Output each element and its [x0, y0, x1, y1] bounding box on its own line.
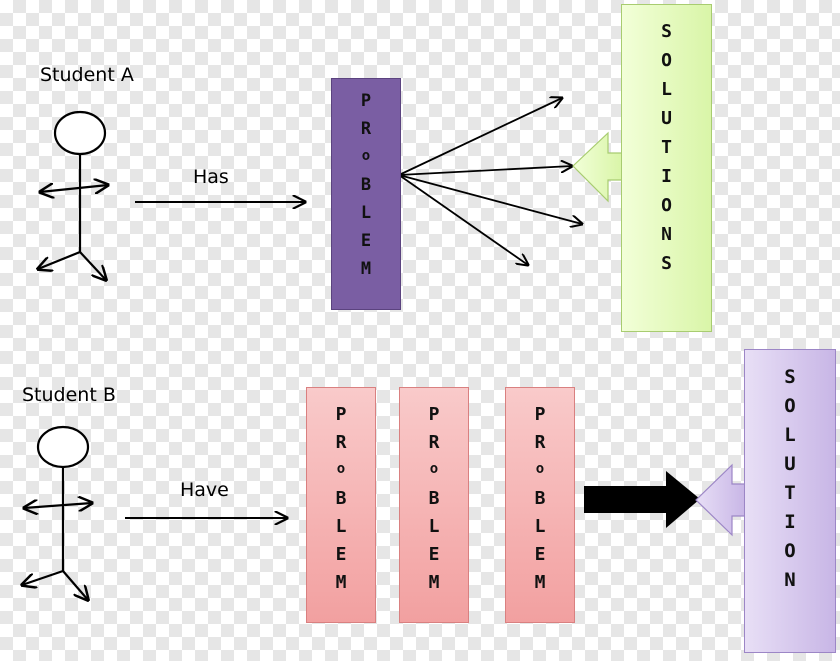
solutions-a-letter: U [661, 108, 672, 129]
student-a-label: Student A [40, 64, 134, 86]
solution-b-letter: O [784, 540, 796, 562]
have-label: Have [180, 479, 229, 501]
solutions-a-letter: O [661, 195, 672, 216]
solutions-a-letter: N [661, 224, 672, 245]
problem-a-letter: B [360, 175, 372, 195]
problem-b-letter: E [335, 544, 347, 565]
problem-b-letter: P [335, 404, 347, 425]
problem-box-b-2: P R o B L E M [399, 387, 469, 623]
problem-a-letter: R [360, 119, 372, 139]
problem-b-letter: R [534, 432, 546, 453]
solutions-a-letter: O [661, 50, 672, 71]
problem-b-letter: P [428, 404, 440, 425]
student-b-label: Student B [22, 384, 116, 406]
stick-figure-student-a [38, 110, 108, 280]
solutions-a-letter: T [661, 137, 672, 158]
solution-b-letter: O [784, 395, 796, 417]
problem-b-letter: M [335, 572, 347, 593]
problem-b-letter: R [428, 432, 440, 453]
problem-b-letter: B [428, 488, 440, 509]
problem-fan-arrows [398, 98, 582, 265]
solution-b-letter: U [784, 453, 796, 475]
problem-b-letter: o [535, 461, 545, 477]
problem-b-letter: o [429, 461, 439, 477]
problem-b-letter: M [534, 572, 546, 593]
problem-b-letter: B [534, 488, 546, 509]
solution-b-letter: T [784, 482, 796, 504]
solution-b-letter: L [784, 424, 796, 446]
solution-b-letter: N [784, 569, 796, 591]
big-black-arrow [584, 471, 700, 528]
problem-box-a: P R o B L E M [331, 78, 401, 310]
problem-b-letter: R [335, 432, 347, 453]
problem-b-letter: o [336, 461, 346, 477]
solutions-a-letter: S [661, 21, 672, 42]
problem-b-letter: L [534, 516, 546, 537]
problem-b-letter: L [428, 516, 440, 537]
solutions-a-letter: I [661, 166, 672, 187]
solution-b-letter: I [784, 511, 796, 533]
problem-a-letter: L [360, 203, 372, 223]
stick-figure-student-b [22, 425, 92, 600]
problem-box-b-3: P R o B L E M [505, 387, 575, 623]
solutions-a-letter: S [661, 253, 672, 274]
solution-b-letter: S [784, 366, 796, 388]
solutions-box-a: S O L U T I O N S [621, 4, 712, 332]
problem-b-letter: E [534, 544, 546, 565]
problem-b-letter: B [335, 488, 347, 509]
problem-a-letter: E [360, 231, 372, 251]
problem-a-letter: P [360, 91, 372, 111]
problem-b-letter: L [335, 516, 347, 537]
solutions-a-letter: L [661, 79, 672, 100]
problem-b-letter: M [428, 572, 440, 593]
problem-box-b-1: P R o B L E M [306, 387, 376, 623]
problem-a-letter: o [361, 148, 371, 164]
problem-a-letter: M [360, 259, 372, 279]
problem-b-letter: P [534, 404, 546, 425]
has-label: Has [193, 166, 229, 188]
problem-b-letter: E [428, 544, 440, 565]
solution-box-b: S O L U T I O N [744, 349, 836, 653]
